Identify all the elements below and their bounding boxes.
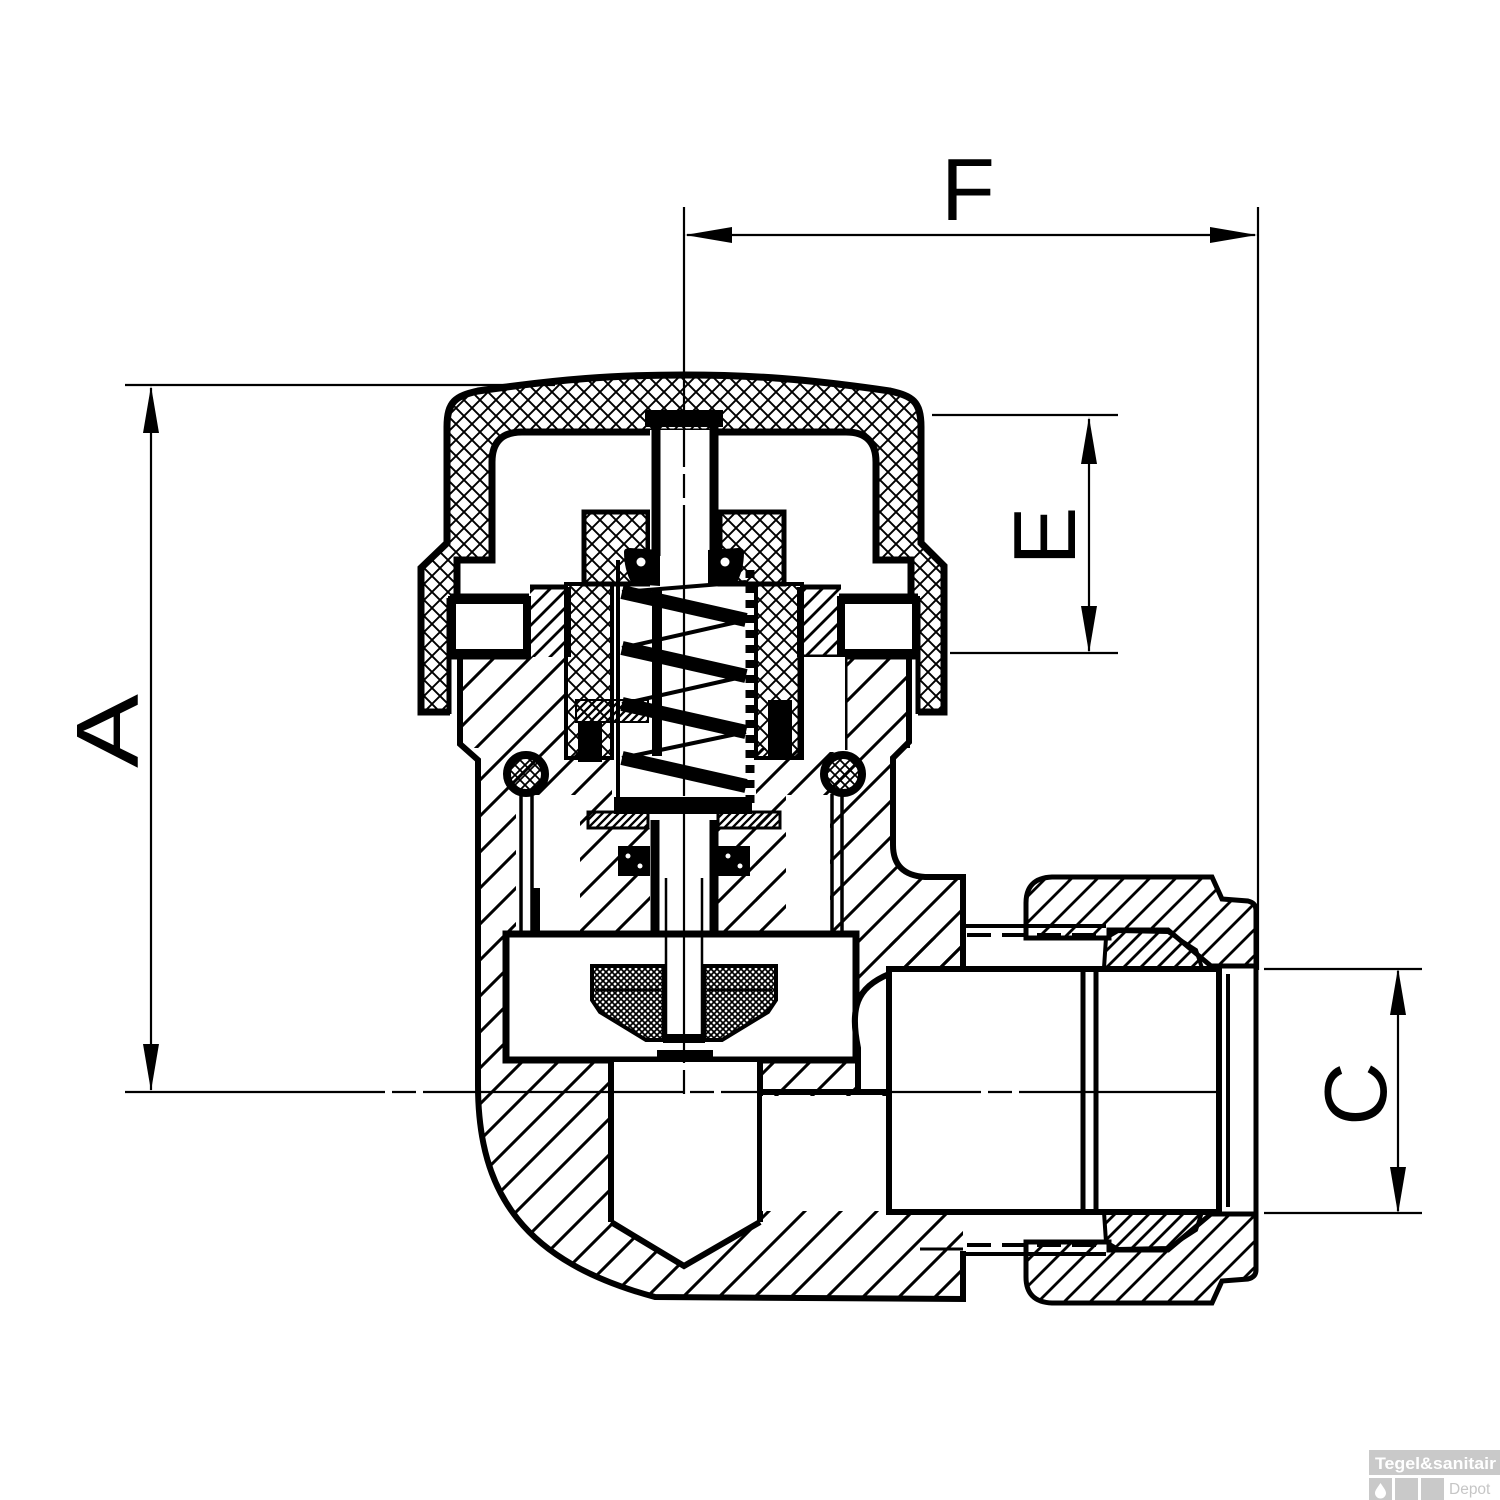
svg-text:A: A <box>58 694 157 768</box>
svg-text:F: F <box>941 140 995 239</box>
svg-text:E: E <box>995 507 1094 566</box>
svg-text:Depot: Depot <box>1449 1481 1491 1498</box>
svg-text:C: C <box>1306 1062 1405 1126</box>
svg-text:Tegel&sanitair: Tegel&sanitair <box>1375 1454 1496 1473</box>
